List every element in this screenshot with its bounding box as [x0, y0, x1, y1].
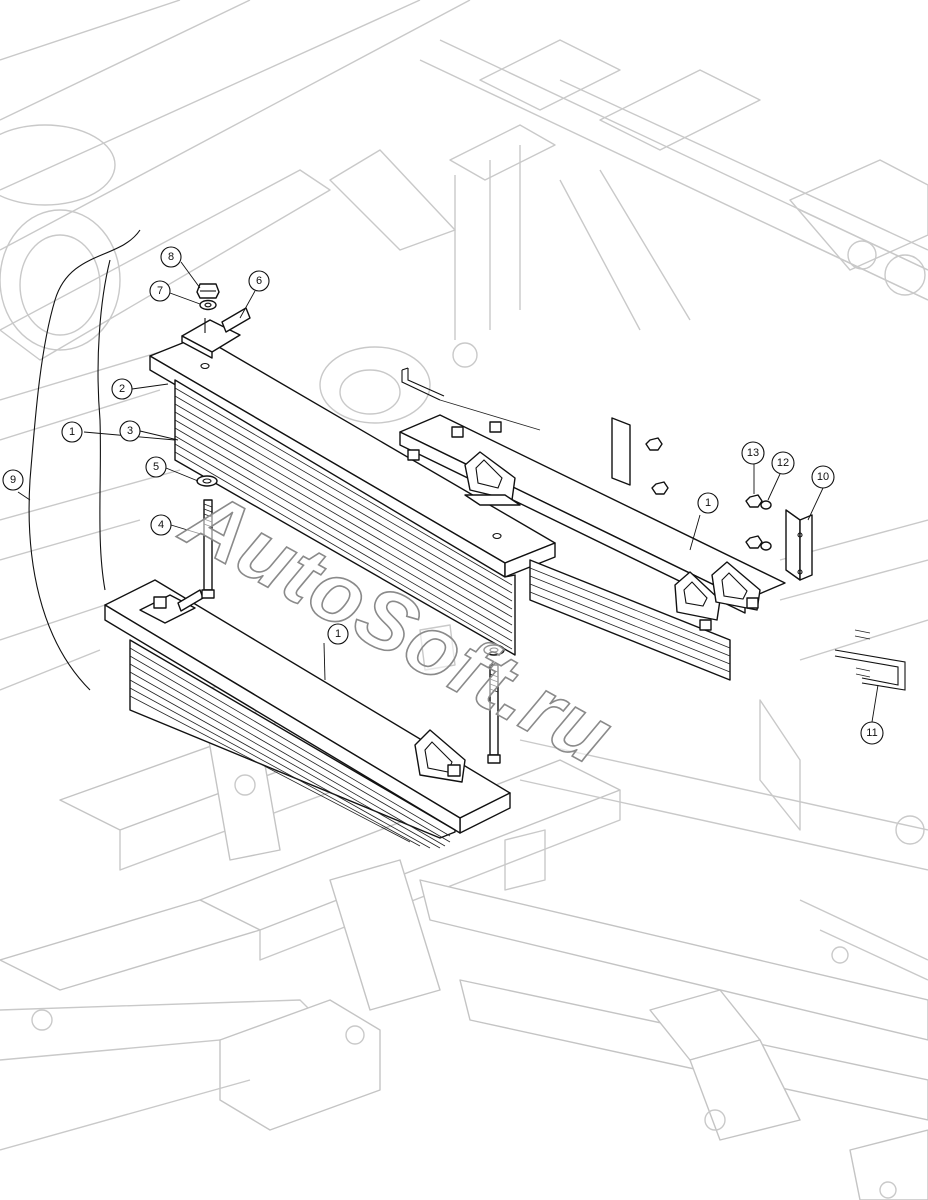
- svg-text:1: 1: [69, 426, 75, 438]
- parts: [28, 229, 906, 849]
- callout-2: 2: [111, 378, 133, 400]
- svg-text:4: 4: [158, 519, 164, 531]
- svg-text:10: 10: [817, 471, 829, 483]
- bracket-hardware: [645, 437, 813, 581]
- svg-text:1: 1: [705, 497, 711, 509]
- long-bolts: [196, 475, 505, 764]
- svg-text:11: 11: [866, 727, 877, 739]
- callout-7: 7: [149, 280, 171, 302]
- callout-8: 8: [160, 246, 182, 268]
- u-bolt: [834, 629, 906, 691]
- callout-5: 5: [145, 456, 167, 478]
- leader-lines: [17, 261, 879, 723]
- callout-10: 10: [811, 465, 835, 489]
- svg-text:12: 12: [777, 457, 789, 469]
- callout-12: 12: [771, 451, 795, 475]
- callout-1b: 1: [327, 623, 349, 645]
- svg-text:2: 2: [119, 383, 125, 395]
- svg-text:5: 5: [153, 461, 159, 473]
- callout-11: 11: [860, 721, 884, 745]
- callout-9: 9: [2, 469, 24, 491]
- svg-text:9: 9: [10, 474, 16, 486]
- callout-13: 13: [741, 441, 765, 465]
- svg-text:8: 8: [168, 251, 174, 263]
- svg-text:6: 6: [256, 275, 262, 287]
- callout-1c: 1: [697, 492, 719, 514]
- callout-4: 4: [150, 514, 172, 536]
- callout-1a: 1: [61, 421, 83, 443]
- callout-3: 3: [119, 420, 141, 442]
- svg-text:1: 1: [335, 628, 341, 640]
- svg-text:7: 7: [157, 285, 163, 297]
- lower-weight-stack: [104, 579, 511, 849]
- cable: [28, 229, 141, 691]
- upper-mount-plate: [181, 283, 251, 359]
- callouts: 1 1 1 2 3 4 5 6: [2, 246, 884, 745]
- callout-6: 6: [248, 270, 270, 292]
- svg-text:13: 13: [747, 447, 759, 459]
- svg-text:3: 3: [127, 425, 133, 437]
- center-rail: [399, 367, 786, 681]
